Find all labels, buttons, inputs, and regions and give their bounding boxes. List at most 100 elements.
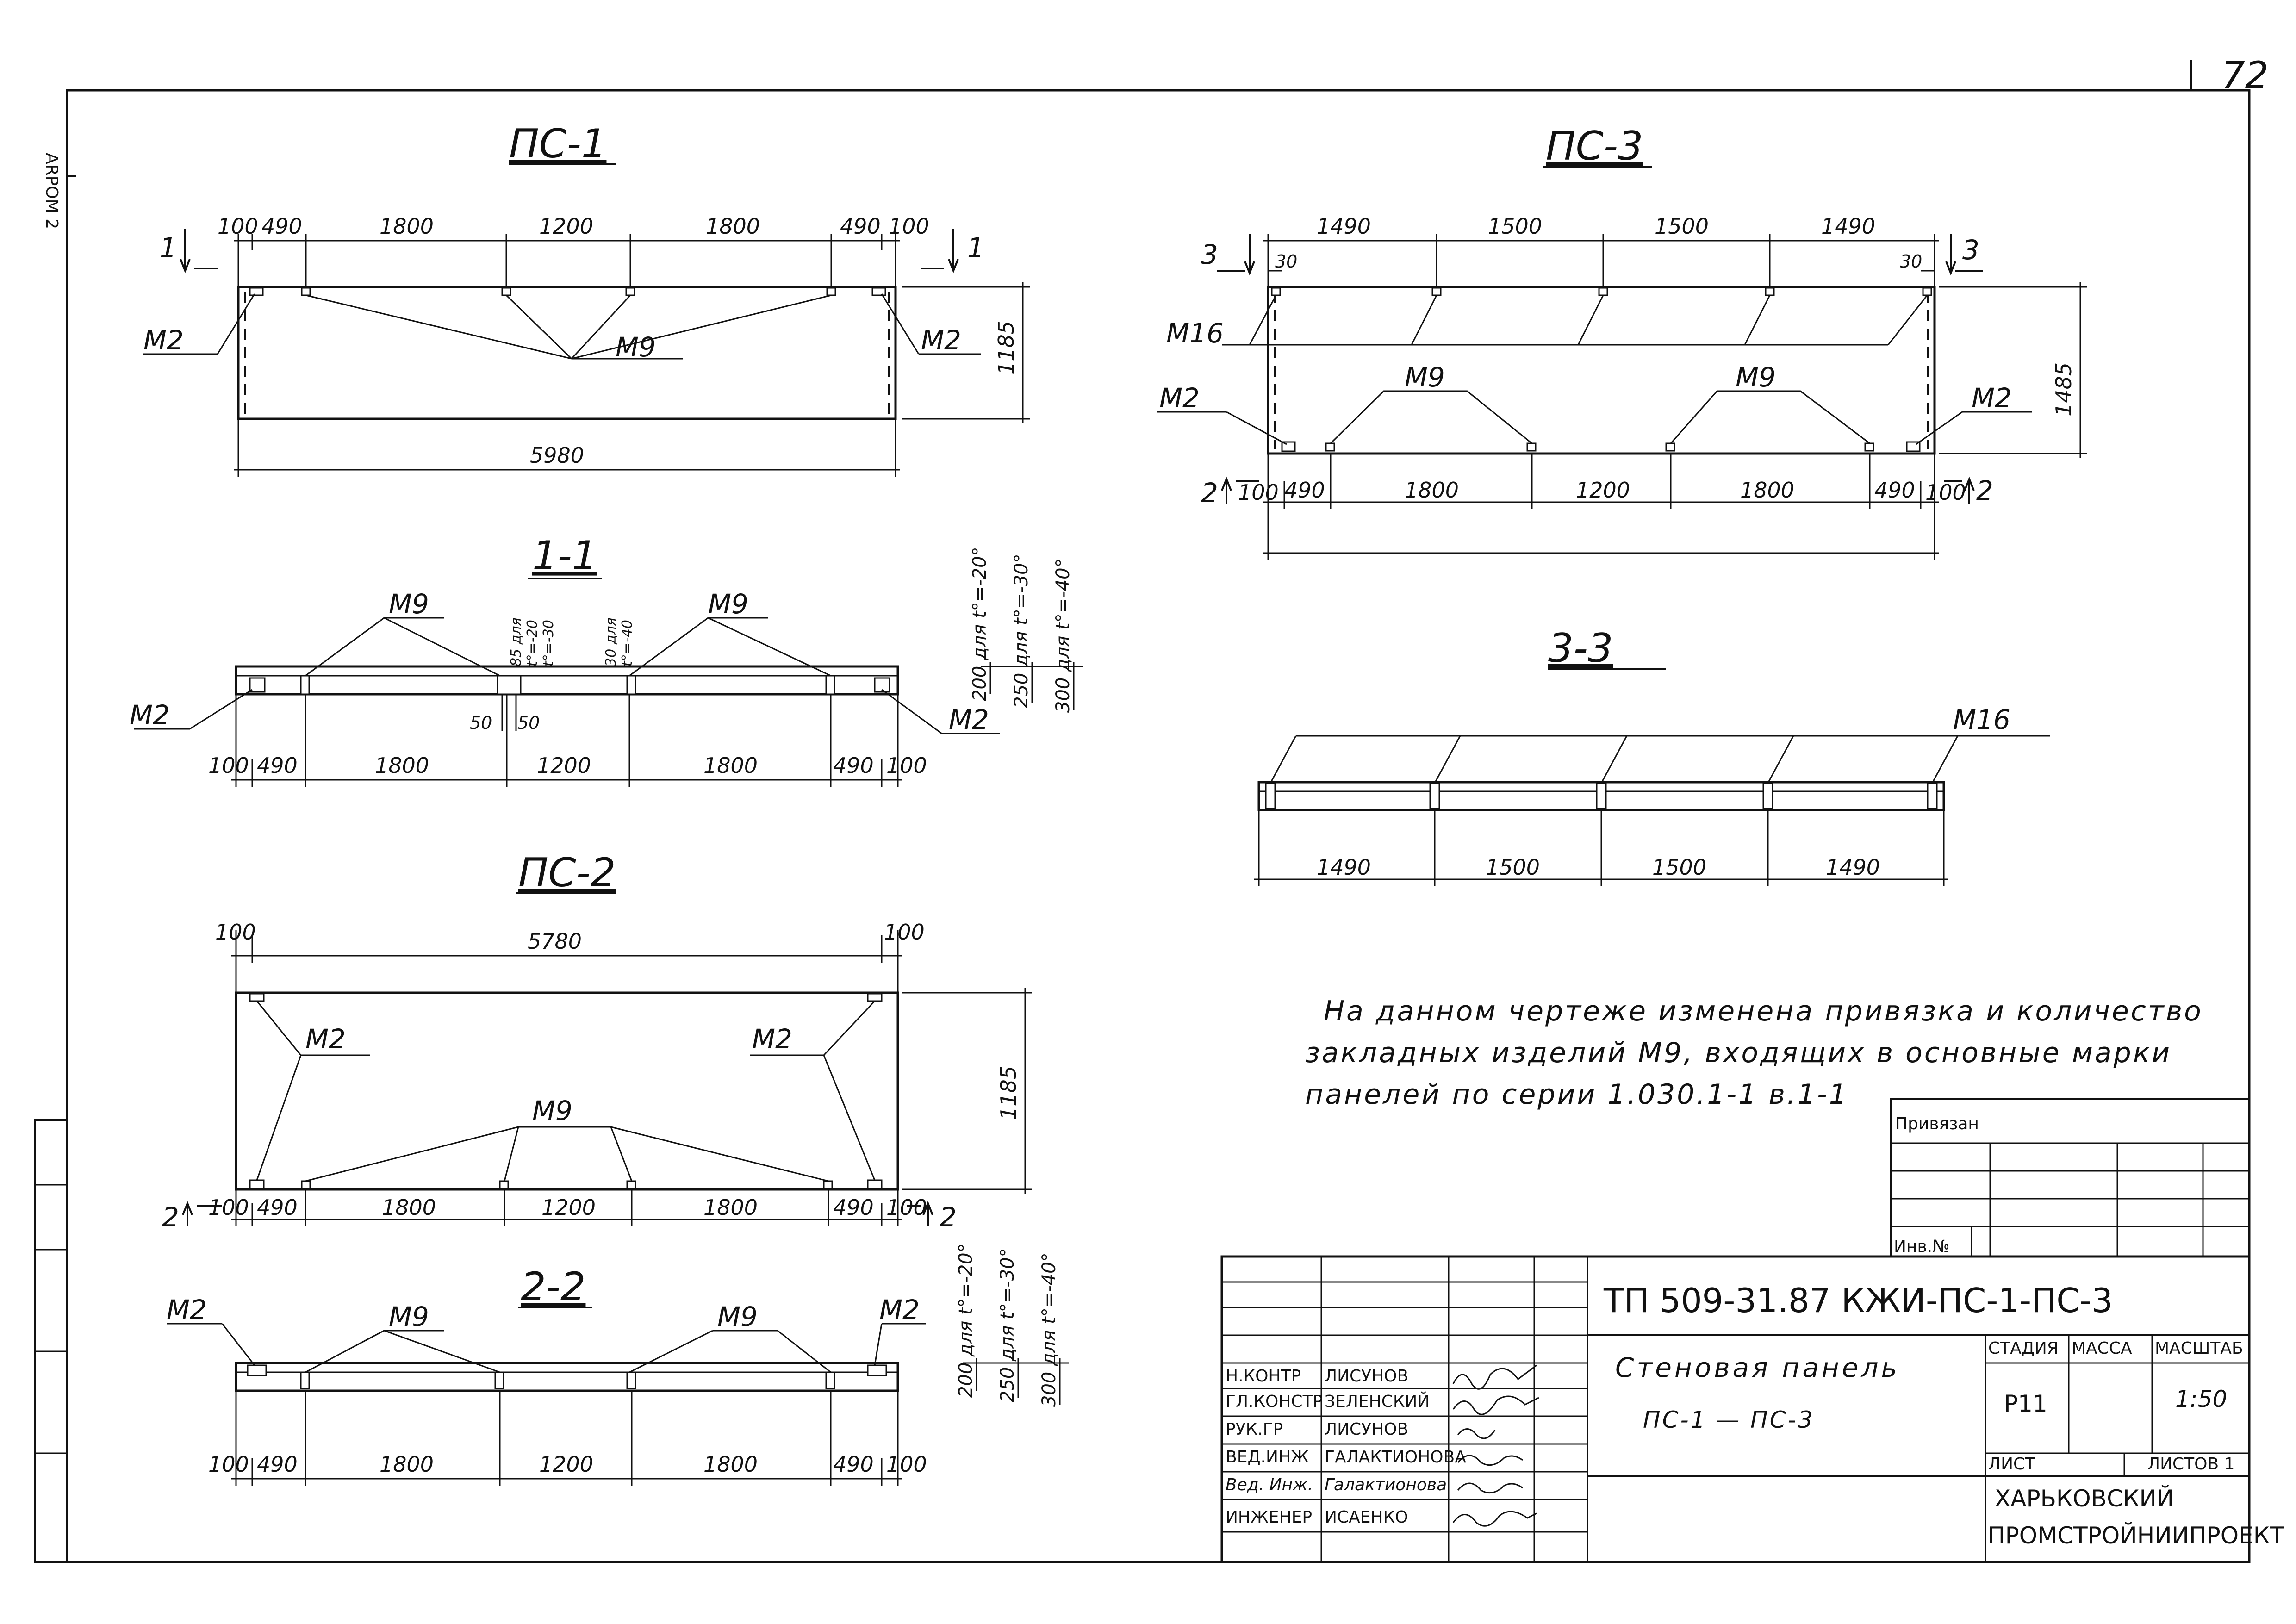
sec11-label-m9-right: М9 xyxy=(708,588,748,620)
sec11-thickness-note: 250 для t°=-30° xyxy=(1011,554,1032,708)
ps2-cut-mark-right: 2 xyxy=(940,1201,957,1233)
sec33-dim-bottom: 1500 xyxy=(1652,855,1706,880)
tb-name: ГАЛАКТИОНОВА xyxy=(1325,1448,1466,1467)
tb-name: Галактионова xyxy=(1325,1475,1447,1494)
sec33-dim-bottom: 1500 xyxy=(1486,855,1540,880)
ps2-dim-bottom: 100 xyxy=(208,1195,249,1220)
tb-description-line-2: ПС-1 — ПС-3 xyxy=(1643,1406,1815,1433)
tb-name: ЛИСУНОВ xyxy=(1325,1420,1408,1439)
sec22-thickness-note: 300 для t°=-40° xyxy=(1039,1252,1060,1407)
stamp-inv-number: Инв.№ xyxy=(1894,1237,1950,1256)
tb-organization-line-2: ПРОМСТРОЙНИИПРОЕКТ xyxy=(1988,1522,2284,1549)
ps2-dim-bottom: 490 xyxy=(257,1195,298,1220)
ps1-dim-top: 1800 xyxy=(380,214,434,239)
tb-sheet-label: ЛИСТ xyxy=(1988,1455,2035,1474)
sec11-dim-bottom: 100 xyxy=(208,753,249,778)
ps2-dim-bottom: 1200 xyxy=(541,1195,596,1220)
ps2-dim-top: 100 xyxy=(215,920,256,945)
ps2-elevation: ПС-2 М2 М2 М9 100 5780 100 xyxy=(162,850,1032,1233)
note-line-3: панелей по серии 1.030.1-1 в.1-1 xyxy=(1305,1078,1848,1111)
page-number: 72 xyxy=(2221,54,2269,97)
sheet-frame xyxy=(34,60,2251,1563)
sec22-dim-bottom: 1800 xyxy=(703,1452,758,1477)
ps1-elevation: ПС-1 М9 М2 М2 xyxy=(143,121,1030,477)
sec22-thickness-note: 250 для t°=-30° xyxy=(997,1248,1018,1402)
tb-scale-value: 1:50 xyxy=(2175,1386,2227,1412)
sec22-label-m2-right: М2 xyxy=(879,1294,920,1325)
sec22-thickness-note: 200 для t°=-20° xyxy=(955,1243,977,1398)
tb-masshtab-label: МАСШТАБ xyxy=(2155,1339,2243,1358)
sec11-section-outline xyxy=(235,665,899,696)
tb-stadia-label: СТАДИЯ xyxy=(1988,1339,2059,1358)
ps1-dim-total: 5980 xyxy=(530,443,584,468)
note-line-1: На данном чертеже изменена привязка и ко… xyxy=(1324,995,2203,1027)
ps2-dim-top: 100 xyxy=(884,920,925,945)
sec11-small-note: t°=-20 xyxy=(524,620,541,666)
ps3-dim-bottom: 1800 xyxy=(1740,478,1794,503)
tb-sheets-label: ЛИСТОВ 1 xyxy=(2147,1455,2235,1474)
sec11-thickness-note: 200 для t°=-20° xyxy=(969,547,990,701)
ps1-dim-height: 1185 xyxy=(994,321,1019,375)
ps3-dim-bottom: 490 xyxy=(1284,478,1325,503)
ps1-dim-top: 490 xyxy=(261,214,302,239)
ps1-dim-top: 100 xyxy=(218,214,258,239)
ps3-dim-top: 1490 xyxy=(1317,214,1371,239)
sec11-dim-bottom: 1800 xyxy=(375,753,429,778)
ps3-dim-edge: 30 xyxy=(1275,251,1297,272)
sec11-label-m9-left: М9 xyxy=(389,588,429,620)
ps2-label-m2-right: М2 xyxy=(752,1023,792,1055)
sec33-title: 3-3 xyxy=(1548,625,1613,672)
ps2-dim-bottom: 490 xyxy=(833,1195,874,1220)
ps3-cut-mark-bottom-left: 2 xyxy=(1201,477,1218,509)
ps2-dim-bottom: 100 xyxy=(886,1195,927,1220)
sec11-dim-bottom: 1800 xyxy=(703,753,758,778)
tb-organization-line-1: ХАРЬКОВСКИЙ xyxy=(1995,1485,2174,1512)
ps3-dim-bottom: 100 xyxy=(1238,480,1279,505)
tb-name: ИСАЕНКО xyxy=(1325,1508,1408,1527)
tb-description-line-1: Стеновая панель xyxy=(1615,1352,1900,1383)
tb-role: Н.КОНТР xyxy=(1226,1367,1301,1386)
sec11-dim-bottom: 490 xyxy=(833,753,874,778)
ps3-dim-bottom: 1200 xyxy=(1576,478,1630,503)
sec11-title: 1-1 xyxy=(532,533,597,579)
ps3-dim-bottom: 490 xyxy=(1874,478,1915,503)
tb-massa-label: МАССА xyxy=(2072,1339,2132,1358)
ps3-cut-mark-bottom-right: 2 xyxy=(1976,475,1993,506)
ps3-cut-mark-top-right: 3 xyxy=(1962,234,1979,266)
sec11-label-m2-right: М2 xyxy=(949,704,989,735)
ps1-m2-right-plate xyxy=(871,287,886,296)
sec22-title: 2-2 xyxy=(521,1264,585,1310)
tb-stadia-value: Р11 xyxy=(2004,1390,2047,1417)
ps2-dim-bottom: 1800 xyxy=(382,1195,436,1220)
general-note: На данном чертеже изменена привязка и ко… xyxy=(1305,995,2203,1111)
sec22-dim-bottom: 490 xyxy=(833,1452,874,1477)
ps3-label-m9-left: М9 xyxy=(1405,361,1445,393)
ps2-dim-height: 1185 xyxy=(996,1066,1021,1120)
sec11-small-note: t°=-40 xyxy=(619,620,635,666)
ps3-panel-outline xyxy=(1267,286,1936,455)
ps1-dim-top: 100 xyxy=(889,214,929,239)
tb-role: РУК.ГР xyxy=(1226,1420,1283,1439)
sec11-small-note: t°=-30 xyxy=(541,620,557,666)
sec22-dim-bottom: 100 xyxy=(208,1452,249,1477)
ps3-dim-edge: 30 xyxy=(1900,251,1922,272)
tb-role: ИНЖЕНЕР xyxy=(1226,1508,1312,1527)
ps3-dim-bottom: 100 xyxy=(1925,480,1966,505)
ps2-label-m2-left: М2 xyxy=(305,1023,346,1055)
sec33-dim-bottom: 1490 xyxy=(1317,855,1371,880)
ps1-dim-top: 1200 xyxy=(539,214,593,239)
sec22-dim-bottom: 490 xyxy=(257,1452,298,1477)
ps3-label-m2-left: М2 xyxy=(1159,382,1200,414)
section-3-3: 3-3 М16 1490 1500 1500 1490 xyxy=(1254,625,2050,886)
section-2-2: 2-2 М2 М2 М9 М9 xyxy=(167,1243,1069,1486)
binding-stamp: Привязан Инв.№ xyxy=(1890,1098,2250,1257)
sec11-dim-bottom: 1200 xyxy=(537,753,591,778)
sec11-label-m2-left: М2 xyxy=(130,699,170,731)
sec33-label-m16: М16 xyxy=(1953,704,2010,735)
ps3-dim-top: 1490 xyxy=(1821,214,1875,239)
sec11-small-note: 85 для xyxy=(508,617,524,666)
ps3-dim-bottom: 1800 xyxy=(1405,478,1459,503)
ps3-label-m9-right: М9 xyxy=(1736,361,1776,393)
sec11-dim-bottom: 490 xyxy=(257,753,298,778)
